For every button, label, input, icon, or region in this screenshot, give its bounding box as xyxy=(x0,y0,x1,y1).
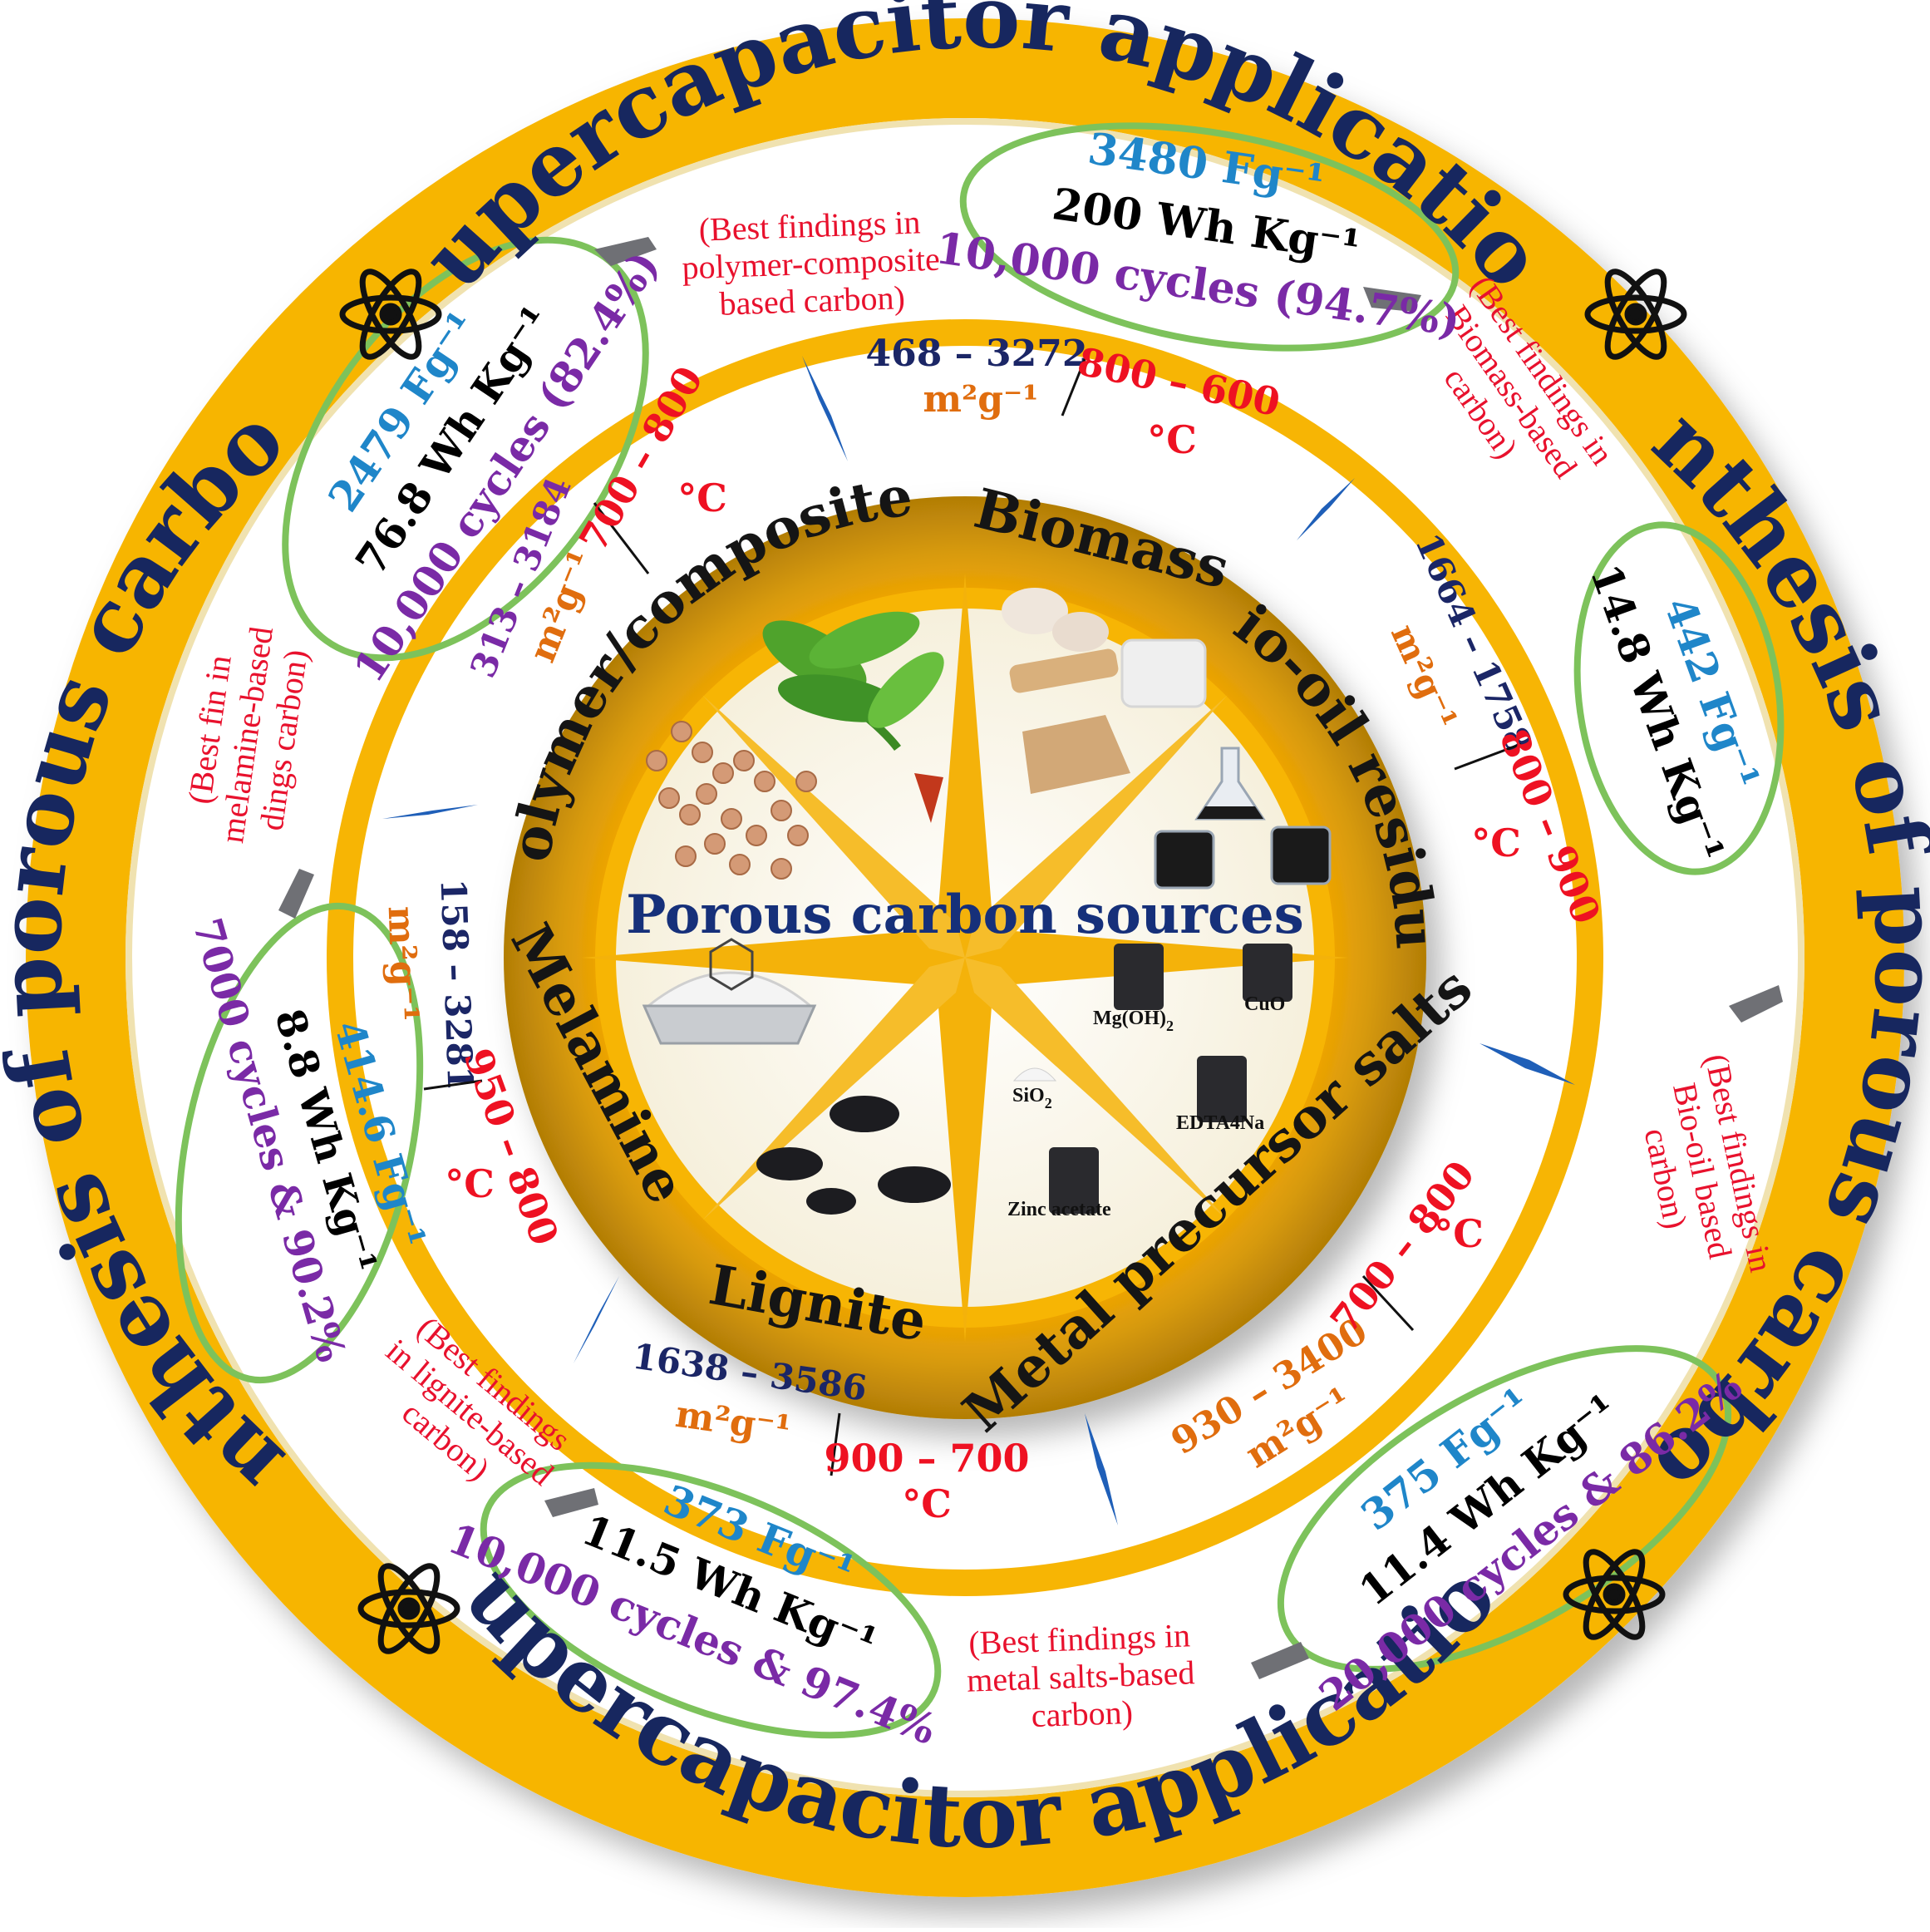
surface-area-unit: m²g⁻¹ xyxy=(923,378,1038,421)
compass-star xyxy=(582,574,1348,1342)
divider-diamond xyxy=(1480,1043,1575,1085)
chem-label-sio2: SiO2 xyxy=(1012,1085,1052,1111)
finding-note-line: (Best findings in xyxy=(968,1616,1191,1661)
hand-icons xyxy=(278,237,1783,1679)
atom-icon xyxy=(1584,269,1687,360)
biomass-illustration xyxy=(1002,588,1207,794)
star-ray-n xyxy=(937,574,993,958)
separator-line xyxy=(1454,742,1522,771)
pointing-hand-icon xyxy=(278,869,314,919)
finding-note-line: polymer-composite xyxy=(682,240,941,287)
polymer-molecule-illustration xyxy=(646,721,817,880)
lignite-illustration xyxy=(756,1096,951,1215)
divider-diamond xyxy=(1297,478,1355,540)
temperature-unit: °C xyxy=(677,476,727,520)
pointing-hand-icon xyxy=(1363,287,1421,312)
ellipse-metal-salts xyxy=(1277,1345,1732,1673)
surface-area-value: 158 – 3281 xyxy=(433,878,481,1091)
temperature-unit: °C xyxy=(1471,821,1521,865)
temperature-unit: °C xyxy=(1434,1211,1484,1256)
ellipse-lignite xyxy=(480,1461,942,1739)
separator-line xyxy=(423,1079,483,1091)
findings-ellipses xyxy=(175,122,1785,1739)
chem-label-mgoh2: Mg(OH)2 xyxy=(1093,1008,1174,1034)
star-ray-nw xyxy=(702,695,965,958)
pointing-hand-icon xyxy=(544,1488,598,1517)
temperature-unit: °C xyxy=(902,1481,952,1526)
atom-icon xyxy=(339,269,442,360)
ellipse-melamine xyxy=(175,902,424,1384)
separator-line xyxy=(830,1412,841,1476)
surface-area-value: 468 – 3272 xyxy=(866,333,1088,375)
temperature-value: 900 – 700 xyxy=(824,1436,1029,1481)
finding-note-line: metal salts-based xyxy=(966,1654,1195,1699)
finding-note-line: based carbon) xyxy=(719,278,906,323)
temperature-unit: °C xyxy=(1147,417,1197,462)
separator-line xyxy=(1361,1274,1415,1332)
atom-icon xyxy=(1563,1549,1666,1640)
separator-line xyxy=(593,502,650,574)
metal-salts-illustration xyxy=(1012,944,1292,1214)
chem-label-edta4na: EDTA4Na xyxy=(1176,1112,1264,1134)
outer-ring-inner-edge xyxy=(126,118,1804,1797)
chem-label-zinc-acetate: Zinc acetate xyxy=(1007,1199,1111,1220)
middle-ring xyxy=(327,319,1603,1596)
divider-diamond xyxy=(574,1276,619,1363)
segment-dividers xyxy=(382,356,1575,1525)
finding-note-metal-salts: (Best findings in metal salts-based carb… xyxy=(966,1616,1195,1734)
pointing-hand-icon xyxy=(594,237,657,266)
star-ray-ne xyxy=(965,695,1228,958)
divider-diamond xyxy=(1085,1413,1118,1525)
finding-note-line: (Best findings in xyxy=(698,203,921,248)
divider-diamond xyxy=(802,356,848,461)
ellipse-bio-oil xyxy=(1573,521,1785,875)
melamine-illustration xyxy=(642,938,817,1045)
surface-area-unit: m²g⁻¹ xyxy=(380,905,426,1023)
star-ray-s xyxy=(937,958,993,1342)
chem-label-cuo: CuO xyxy=(1244,993,1285,1015)
illustrations xyxy=(642,588,1332,1215)
atom-icon xyxy=(357,1563,460,1654)
ellipse-biomass xyxy=(959,122,1460,352)
pointing-hand-icon xyxy=(1251,1642,1309,1679)
fern-illustration xyxy=(762,611,944,823)
star-ray-w xyxy=(582,929,965,986)
divider-diamond xyxy=(382,805,478,819)
star-ray-se xyxy=(965,958,1228,1220)
separator-line xyxy=(1061,348,1091,416)
finding-note-polymer: (Best findings in polymer-composite base… xyxy=(682,203,941,323)
finding-note-line: carbon) xyxy=(1031,1693,1134,1734)
atom-icons xyxy=(339,269,1687,1654)
bio-oil-illustration xyxy=(1154,747,1332,890)
pointing-hand-icon xyxy=(1729,985,1783,1023)
temperature-unit: °C xyxy=(445,1161,495,1206)
center-title: Porous carbon sources xyxy=(626,884,1303,946)
